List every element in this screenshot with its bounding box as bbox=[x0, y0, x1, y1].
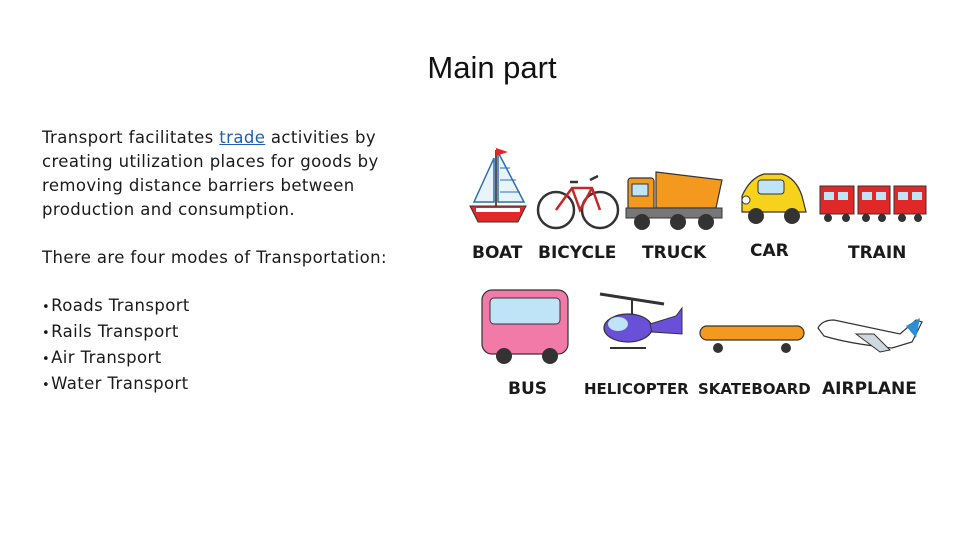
boat-icon bbox=[469, 148, 527, 223]
trade-link[interactable]: trade bbox=[219, 128, 266, 147]
mode-item: Water Transport bbox=[42, 372, 442, 398]
mode-item: Air Transport bbox=[42, 346, 442, 372]
airplane-icon bbox=[817, 318, 923, 353]
illustration-label: SKATEBOARD bbox=[698, 380, 811, 398]
illustration-label: BICYCLE bbox=[538, 243, 616, 263]
illustration-label: HELICOPTER bbox=[584, 380, 689, 398]
intro-text-end: activities by creating utilization place… bbox=[42, 128, 379, 219]
skateboard-icon bbox=[699, 325, 805, 353]
bicycle-icon bbox=[536, 174, 620, 230]
mode-item: Roads Transport bbox=[42, 294, 442, 320]
slide-body: Transport facilitates trade activities b… bbox=[42, 126, 442, 398]
illustration-label: CAR bbox=[750, 241, 789, 261]
helicopter-icon bbox=[599, 292, 683, 349]
transport-illustration: BOAT BICYCLE TRUCK CAR TRAIN BUS HELICOP… bbox=[469, 148, 927, 399]
illustration-label: BOAT bbox=[472, 243, 523, 263]
illustration-label: BUS bbox=[508, 379, 547, 399]
truck-icon bbox=[625, 171, 723, 230]
intro-paragraph: Transport facilitates trade activities b… bbox=[42, 126, 442, 222]
mode-item: Rails Transport bbox=[42, 320, 442, 346]
slide-title: Main part bbox=[427, 50, 557, 85]
intro-text-start: Transport facilitates bbox=[42, 128, 220, 147]
train-icon bbox=[819, 185, 927, 222]
illustration-label: TRAIN bbox=[848, 243, 906, 263]
illustration-label: AIRPLANE bbox=[822, 379, 917, 399]
bus-icon bbox=[481, 289, 569, 364]
illustration-label: TRUCK bbox=[642, 243, 707, 263]
modes-intro: There are four modes of Transportation: bbox=[42, 248, 387, 267]
car-icon bbox=[741, 173, 807, 224]
